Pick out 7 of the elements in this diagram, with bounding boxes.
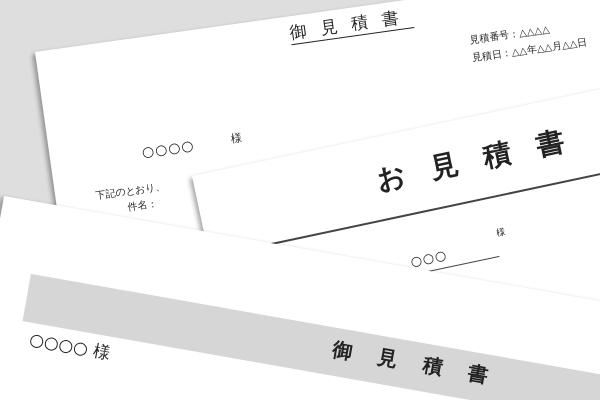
document-title: 御見積書 xyxy=(288,7,414,45)
document-title: 御見積書 xyxy=(330,338,516,392)
recipient-text: ○○○○ 様 xyxy=(28,330,112,364)
honorific-text: 様 xyxy=(496,228,507,240)
recipient-name-field: ○○○○ xyxy=(141,138,196,162)
document-title: お見積書 xyxy=(374,120,593,196)
honorific-text: 様 xyxy=(230,132,243,146)
